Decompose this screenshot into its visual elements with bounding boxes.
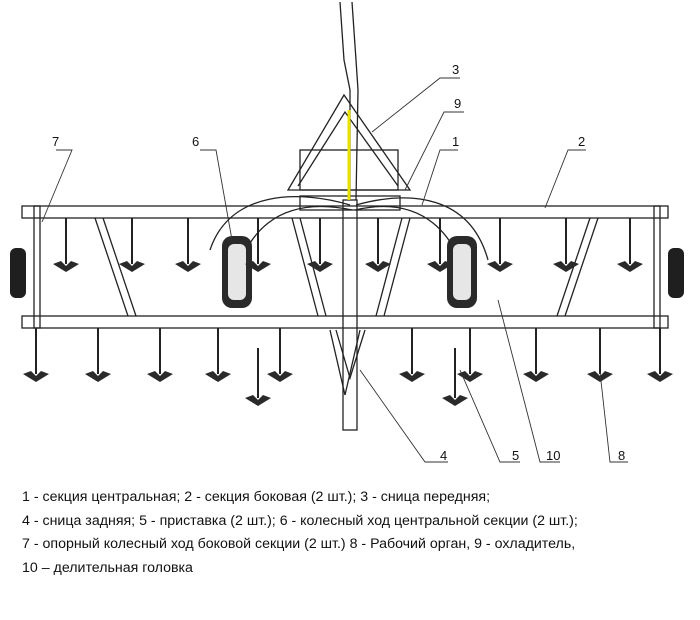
working-organ	[647, 328, 673, 382]
working-organ	[442, 348, 468, 406]
working-organ	[487, 218, 513, 272]
working-organ	[175, 218, 201, 272]
working-organ	[553, 218, 579, 272]
legend-line: 1 - секция центральная; 2 - секция боков…	[22, 489, 491, 505]
cultivator-drawing: 1 2 3 4 5 6 7 8 9 10	[10, 1, 684, 463]
legend-line: 10 – делительная головка	[22, 559, 193, 576]
working-organ	[307, 218, 333, 272]
legend: 1 - секция центральная; 2 - секция боков…	[22, 486, 692, 580]
callout-1: 1	[452, 134, 459, 149]
working-organ	[85, 328, 111, 382]
support-wheel-left	[10, 248, 26, 298]
working-organ	[617, 218, 643, 272]
working-organ	[53, 218, 79, 272]
support-wheel-right	[668, 248, 684, 298]
callout-8: 8	[618, 448, 625, 463]
working-organ	[119, 218, 145, 272]
callout-10: 10	[546, 448, 560, 463]
central-wheel-right	[447, 236, 477, 308]
legend-line: 7 - опорный колесный ход боковой секции …	[22, 536, 576, 552]
working-organ	[427, 218, 453, 272]
callout-6: 6	[192, 134, 199, 149]
callout-7: 7	[52, 134, 59, 149]
callout-3: 3	[452, 62, 459, 77]
working-organ	[587, 328, 613, 382]
working-organ	[399, 328, 425, 382]
callout-2: 2	[578, 134, 585, 149]
machine-frame	[21, 1, 669, 431]
legend-line: 4 - сница задняя; 5 - приставка (2 шт.);…	[22, 512, 578, 529]
working-organ	[365, 218, 391, 272]
working-organ	[23, 328, 49, 382]
working-organ	[245, 348, 271, 406]
working-organ	[245, 218, 271, 272]
working-organs	[23, 218, 673, 406]
callout-4: 4	[440, 448, 447, 463]
leader-lines	[41, 77, 628, 463]
working-organ	[205, 328, 231, 382]
working-organ	[147, 328, 173, 382]
callout-5: 5	[512, 448, 519, 463]
central-wheel-left	[222, 236, 252, 308]
working-organ	[457, 328, 483, 382]
working-organ	[267, 328, 293, 382]
working-organ	[523, 328, 549, 382]
callout-9: 9	[454, 96, 461, 111]
